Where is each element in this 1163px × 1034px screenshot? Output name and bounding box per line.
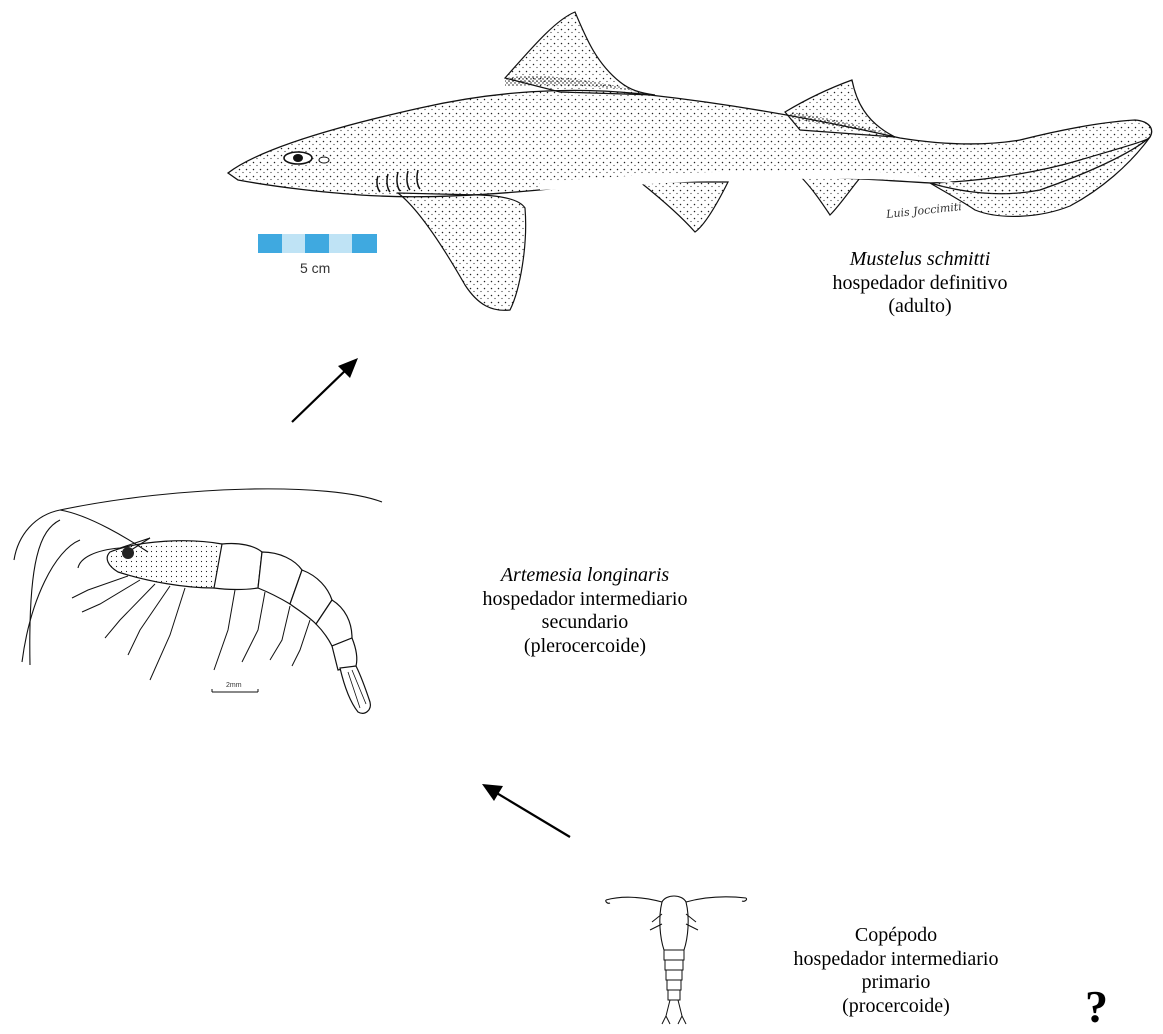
shark-spiracle [319, 157, 329, 163]
shark-scale-bar [258, 234, 377, 253]
shrimp-tail-fan [340, 666, 370, 713]
shark-pectoral-fin [398, 193, 526, 310]
shrimp-scale-label: 2mm [226, 682, 242, 689]
shrimp-role-line1: hospedador intermediario [440, 588, 730, 612]
shrimp-illustration [0, 480, 400, 720]
copepod-caption: Copépodo hospedador intermediario primar… [766, 924, 1026, 1018]
arrow-to-shrimp [470, 775, 580, 845]
shark-role: hospedador definitivo [800, 272, 1040, 296]
shrimp-carapace [107, 541, 224, 588]
shark-stage: (adulto) [800, 295, 1040, 319]
arrow-to-shark [280, 350, 370, 430]
shark-caption: Mustelus schmitti hospedador definitivo … [800, 248, 1040, 319]
copepod-name: Copépodo [766, 924, 1026, 948]
shrimp-abdomen [214, 543, 357, 670]
unknown-host-question-mark: ? [1085, 984, 1108, 1030]
copepod-role-line2: primario [766, 971, 1026, 995]
shark-pelvic-fin [640, 182, 728, 232]
copepod-illustration [600, 888, 750, 1030]
shark-species: Mustelus schmitti [800, 248, 1040, 272]
copepod-stage: (procercoide) [766, 995, 1026, 1019]
copepod-role-line1: hospedador intermediario [766, 948, 1026, 972]
shrimp-species: Artemesia longinaris [440, 564, 730, 588]
shrimp-caption: Artemesia longinaris hospedador intermed… [440, 564, 730, 658]
shrimp-role-line2: secundario [440, 611, 730, 635]
shrimp-stage: (plerocercoide) [440, 635, 730, 659]
shark-scale-label: 5 cm [300, 260, 330, 276]
copepod-body [660, 896, 688, 950]
shark-anal-fin [800, 176, 860, 215]
